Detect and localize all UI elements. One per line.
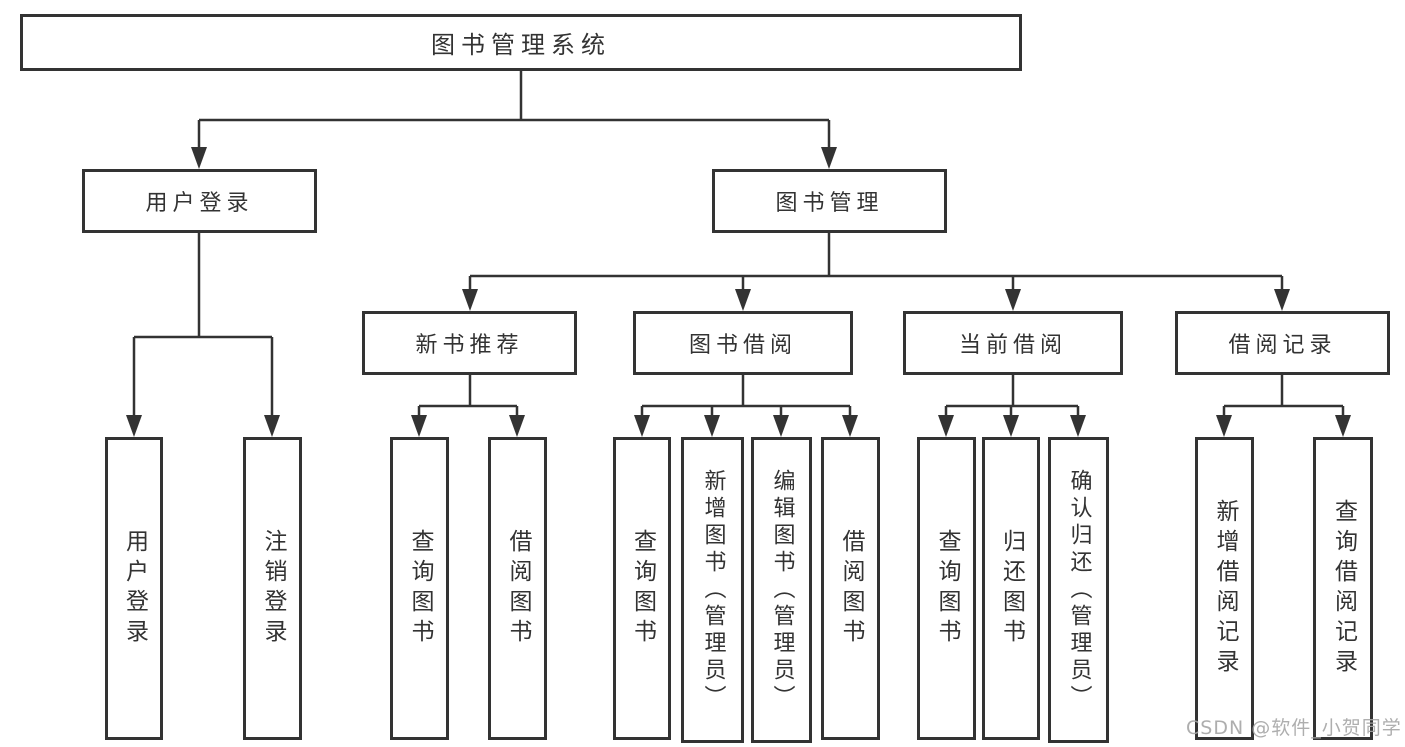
connector-book-borrow-branch [640,375,852,419]
leaf-user-login: 用户登录 [105,437,163,740]
leaf-query-books-borrow-label: 查询图书 [629,528,656,649]
node-root-system: 图书管理系统 [20,14,1022,71]
leaf-add-borrow-record: 新增借阅记录 [1195,437,1254,740]
leaf-return-books: 归还图书 [982,437,1040,740]
node-book-borrow: 图书借阅 [633,311,853,375]
node-current-borrow: 当前借阅 [903,311,1123,375]
leaf-query-books-current: 查询图书 [917,437,976,740]
connector-root-to-level2 [197,71,831,150]
connector-current-borrow-branch [944,375,1080,419]
leaf-confirm-return-admin: 确认归还（管理员） [1048,437,1109,743]
arrowheads [126,147,1351,437]
node-current-borrow-label: 当前借阅 [958,333,1067,358]
leaf-query-books-recommend: 查询图书 [390,437,449,740]
leaf-query-books-borrow: 查询图书 [613,437,671,740]
leaf-borrow-books-recommend-label: 借阅图书 [505,528,531,649]
leaf-query-borrow-record: 查询借阅记录 [1313,437,1373,740]
connector-user-login-branch [132,233,274,419]
leaf-add-borrow-record-label: 新增借阅记录 [1212,498,1238,679]
leaf-user-login-label: 用户登录 [121,528,148,649]
connector-borrow-record-branch [1222,375,1345,419]
leaf-borrow-books: 借阅图书 [821,437,880,740]
leaf-query-books-recommend-label: 查询图书 [407,528,433,649]
leaf-borrow-books-recommend: 借阅图书 [488,437,547,740]
leaf-edit-books-admin-label: 编辑图书（管理员） [769,468,795,712]
leaf-query-books-current-label: 查询图书 [934,528,960,649]
node-new-book-recommend-label: 新书推荐 [415,333,524,358]
node-root-label: 图书管理系统 [431,31,611,59]
leaf-borrow-books-label: 借阅图书 [838,528,864,649]
node-user-login-label: 用户登录 [145,191,254,216]
connector-new-book-branch [417,375,519,419]
leaf-add-books-admin: 新增图书（管理员） [681,437,744,743]
leaf-return-books-label: 归还图书 [998,528,1025,649]
leaf-query-borrow-record-label: 查询借阅记录 [1330,498,1357,679]
node-new-book-recommend: 新书推荐 [362,311,577,375]
leaf-confirm-return-admin-label: 确认归还（管理员） [1066,468,1092,712]
connector-book-management-branch [468,233,1284,292]
leaf-add-books-admin-label: 新增图书（管理员） [700,468,726,712]
node-user-login: 用户登录 [82,169,317,233]
watermark: CSDN @软件_小贺同学 [1186,717,1402,739]
node-book-management-label: 图书管理 [775,191,884,216]
node-borrow-record: 借阅记录 [1175,311,1390,375]
leaf-edit-books-admin: 编辑图书（管理员） [751,437,812,743]
leaf-logout-label: 注销登录 [260,528,286,649]
node-book-management: 图书管理 [712,169,947,233]
node-borrow-record-label: 借阅记录 [1228,333,1337,358]
leaf-logout: 注销登录 [243,437,302,740]
node-book-borrow-label: 图书借阅 [688,333,797,358]
